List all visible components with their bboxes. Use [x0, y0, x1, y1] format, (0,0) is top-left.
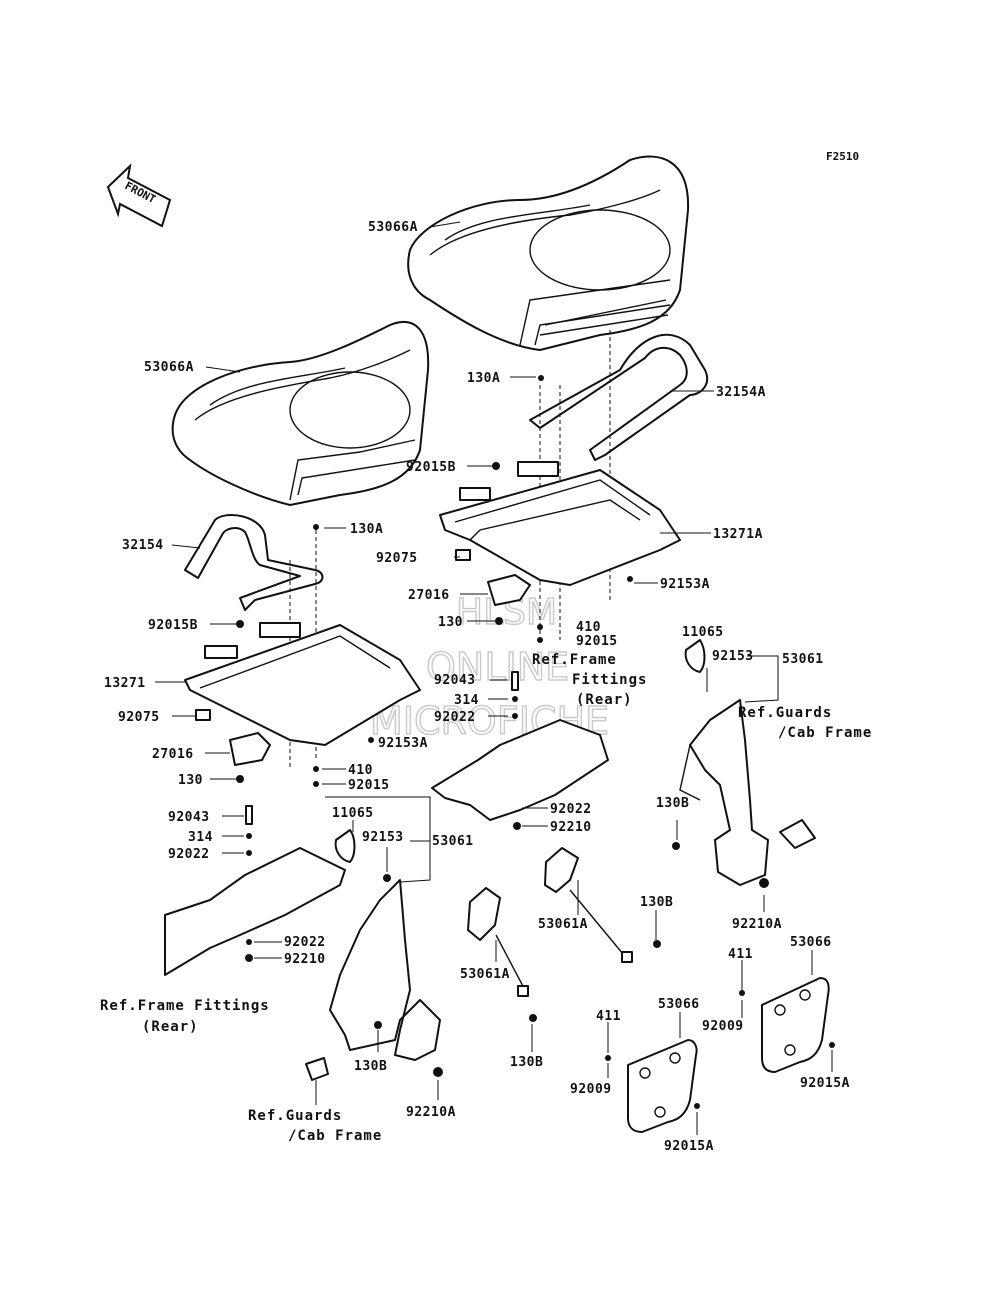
label-92075-right: 92075: [376, 551, 418, 566]
label-92075-left: 92075: [118, 710, 160, 725]
plate-13271A-drawing: [439, 461, 681, 586]
label-ref-guards-left-2: /Cab Frame: [288, 1128, 382, 1144]
label-314-right: 314: [454, 693, 479, 708]
label-ref-frame-right-2: Fittings: [572, 672, 647, 688]
label-92022-left-b: 92022: [284, 935, 326, 950]
block-92075-right: [455, 549, 471, 561]
label-ref-frame-left-1: Ref.Frame Fittings: [100, 998, 270, 1014]
label-92022-right: 92022: [434, 710, 476, 725]
part-labels: 53066A 53066A 130A 32154A 92015B 13271A …: [100, 220, 872, 1154]
label-13271A: 13271A: [713, 527, 763, 542]
back-pad-53066-left: [605, 1039, 700, 1133]
block-92075-left: [195, 709, 211, 721]
label-410-right: 410: [576, 620, 601, 635]
label-130A-top: 130A: [467, 371, 500, 386]
figure-code: F2510: [826, 150, 859, 163]
label-130B-left: 130B: [510, 1055, 543, 1070]
label-53061-right: 53061: [782, 652, 824, 667]
back-pad-53066-right: [739, 977, 835, 1073]
label-ref-guards-right-1: Ref.Guards: [738, 705, 832, 721]
label-92015-right: 92015: [576, 634, 618, 649]
leader-lines: [155, 221, 833, 1135]
label-53061A-right: 53061A: [538, 917, 588, 932]
label-92153A-left: 92153A: [378, 736, 428, 751]
label-314-left: 314: [188, 830, 213, 845]
label-92153-left: 92153: [362, 830, 404, 845]
label-92210-left: 92210: [284, 952, 326, 967]
label-ref-frame-right-3: (Rear): [576, 692, 633, 708]
label-53061-left: 53061: [432, 834, 474, 849]
label-92015B-right: 92015B: [406, 460, 456, 475]
seatbelt-53061-left: [305, 829, 443, 1081]
label-53066A-right: 53066A: [368, 220, 418, 235]
label-32154: 32154: [122, 538, 164, 553]
label-ref-frame-right-1: Ref.Frame: [532, 652, 617, 668]
label-92015A-right: 92015A: [800, 1076, 850, 1091]
label-92043-right: 92043: [434, 673, 476, 688]
bracket-27016-right: [487, 574, 531, 606]
frame-fitting-left-drawing: [164, 847, 346, 976]
label-92210A-left: 92210A: [406, 1105, 456, 1120]
label-130B-left-b: 130B: [354, 1059, 387, 1074]
buckle-53061A-left: [467, 887, 537, 1022]
watermark-line-2: ONLINE: [426, 645, 569, 689]
label-92015B-left: 92015B: [148, 618, 198, 633]
label-411-left: 411: [596, 1009, 621, 1024]
label-92022-right-b: 92022: [550, 802, 592, 817]
label-130B-right-b: 130B: [640, 895, 673, 910]
label-11065-right: 11065: [682, 625, 724, 640]
label-92015A-left: 92015A: [664, 1139, 714, 1154]
label-92153-right: 92153: [712, 649, 754, 664]
seat-left-drawing: [171, 321, 430, 506]
label-53066-left: 53066: [658, 997, 700, 1012]
label-92153A-right: 92153A: [660, 577, 710, 592]
label-92210-right: 92210: [550, 820, 592, 835]
label-130A-left: 130A: [350, 522, 383, 537]
label-130B-right: 130B: [656, 796, 689, 811]
buckle-53061A-right: [544, 847, 661, 963]
hardware-left: [236, 524, 319, 962]
label-ref-guards-right-2: /Cab Frame: [778, 725, 872, 741]
frame-fitting-right-drawing: [431, 719, 609, 821]
label-53061A-left: 53061A: [460, 967, 510, 982]
label-ref-guards-left-1: Ref.Guards: [248, 1108, 342, 1124]
label-92043-left: 92043: [168, 810, 210, 825]
label-410-left: 410: [348, 763, 373, 778]
label-92009-right: 92009: [702, 1019, 744, 1034]
label-92009-left: 92009: [570, 1082, 612, 1097]
label-130-left: 130: [178, 773, 203, 788]
label-ref-frame-left-2: (Rear): [142, 1019, 199, 1035]
bracket-27016-left: [229, 732, 271, 766]
label-13271: 13271: [104, 676, 146, 691]
label-130-right: 130: [438, 615, 463, 630]
seatbelt-53061-right: [672, 639, 816, 888]
label-92015-left: 92015: [348, 778, 390, 793]
label-32154A: 32154A: [716, 385, 766, 400]
seat-right-drawing: [407, 155, 690, 351]
label-53066A-left: 53066A: [144, 360, 194, 375]
plate-13271-drawing: [184, 620, 421, 746]
label-92022-left: 92022: [168, 847, 210, 862]
hardware-right: [495, 375, 544, 830]
label-27016-right: 27016: [408, 588, 450, 603]
label-411-right: 411: [728, 947, 753, 962]
label-53066-right: 53066: [790, 935, 832, 950]
label-92210A-right: 92210A: [732, 917, 782, 932]
label-11065-left: 11065: [332, 806, 374, 821]
front-arrow-icon: FRONT: [106, 163, 172, 228]
label-27016-left: 27016: [152, 747, 194, 762]
